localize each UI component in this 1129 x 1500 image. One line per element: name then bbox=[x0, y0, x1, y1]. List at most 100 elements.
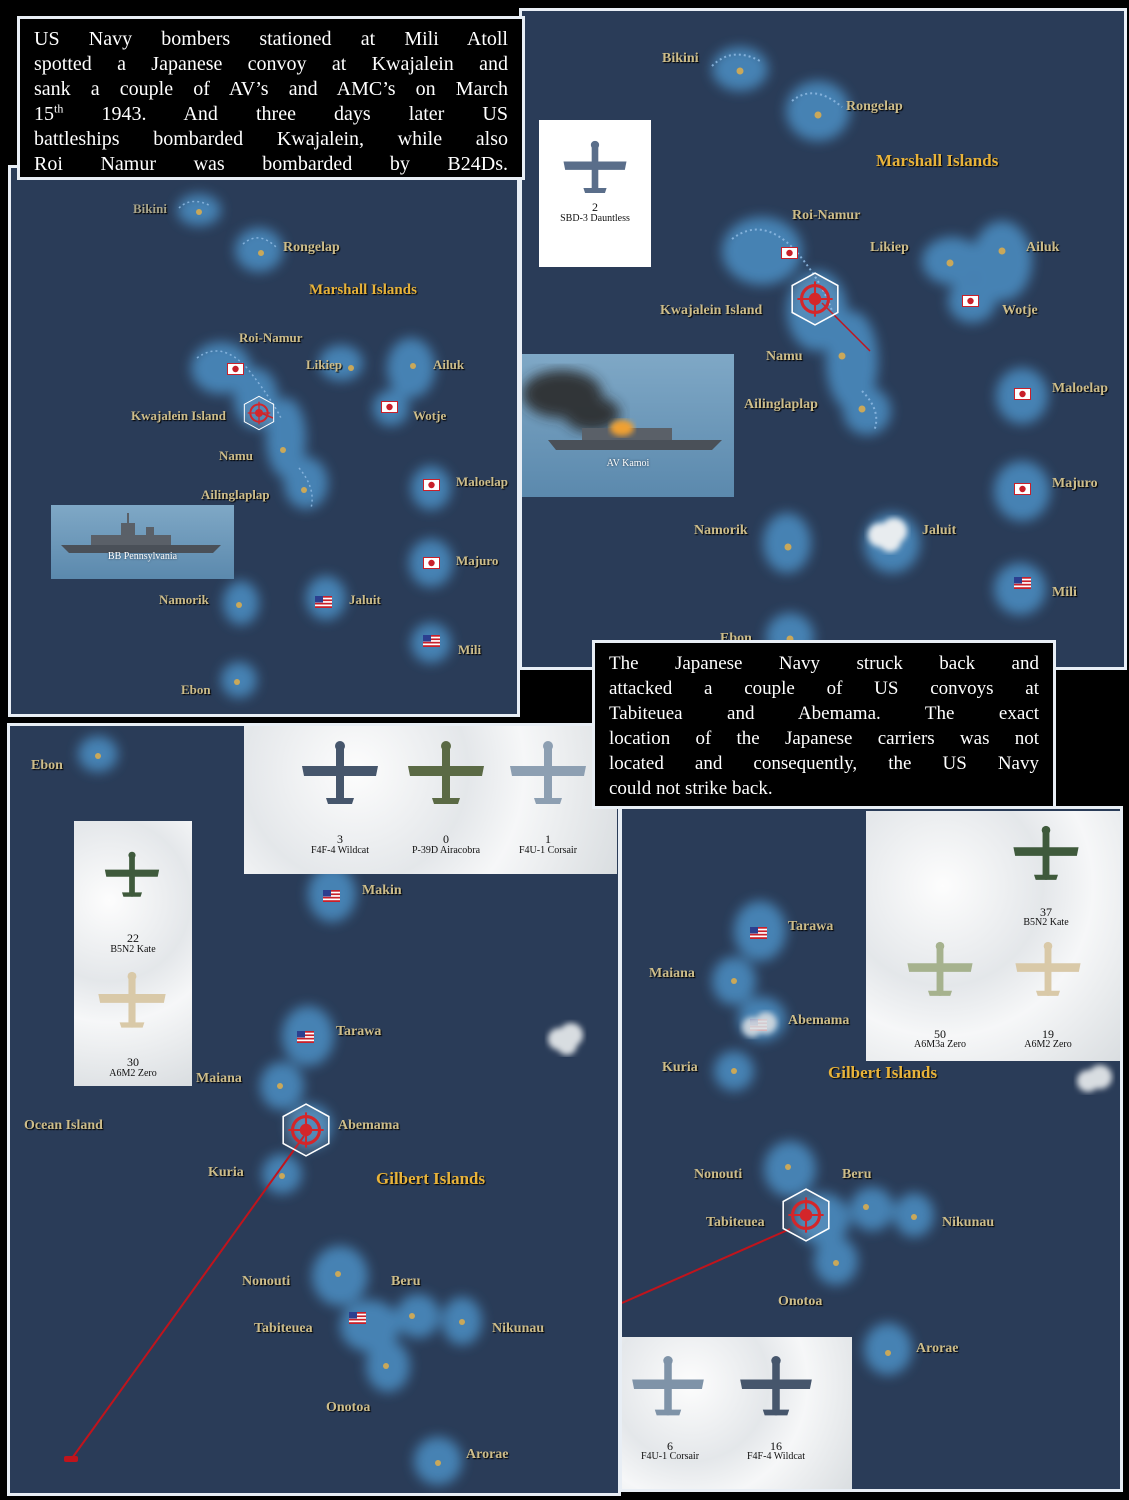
ship-card-av-kamoi[interactable]: AV Kamoi bbox=[522, 354, 734, 497]
b5n2-kate-icon bbox=[92, 851, 172, 901]
us-base-flag[interactable] bbox=[423, 635, 440, 647]
a6m2-zero-icon bbox=[1008, 941, 1088, 1001]
label-wotje: Wotje bbox=[1002, 303, 1038, 318]
label-namu: Namu bbox=[219, 448, 253, 463]
label-ocean-island: Ocean Island bbox=[24, 1118, 103, 1133]
label-namu: Namu bbox=[766, 349, 803, 364]
label-ailinglaplap: Ailinglaplap bbox=[201, 487, 270, 502]
label-wotje: Wotje bbox=[413, 408, 447, 423]
aircraft-name: P-39D Airacobra bbox=[411, 845, 481, 856]
label-maiana: Maiana bbox=[649, 966, 695, 981]
aircraft-count: 0 bbox=[443, 832, 449, 846]
aircraft-name: B5N2 Kate bbox=[1023, 917, 1069, 928]
aircraft-count: 22 bbox=[127, 931, 139, 945]
f4f-wildcat-icon bbox=[736, 1355, 816, 1421]
label-nikunau: Nikunau bbox=[492, 1321, 545, 1336]
aircraft-count: 2 bbox=[592, 200, 598, 214]
label-gilbert-islands: Gilbert Islands bbox=[828, 1063, 938, 1082]
japan-base-flag[interactable] bbox=[423, 479, 440, 491]
b5n2-kate-icon bbox=[1006, 825, 1086, 885]
label-tabiteuea: Tabiteuea bbox=[706, 1215, 765, 1230]
aircraft-name: B5N2 Kate bbox=[110, 944, 156, 955]
label-rongelap: Rongelap bbox=[283, 240, 340, 255]
us-base-flag[interactable] bbox=[750, 927, 767, 939]
label-roi-namur: Roi-Namur bbox=[239, 330, 303, 345]
label-jaluit: Jaluit bbox=[922, 523, 957, 538]
f4u-corsair-icon bbox=[628, 1355, 708, 1421]
aircraft-count: 1 bbox=[545, 832, 551, 846]
aircraft-card-jp-strike[interactable]: 37 B5N2 Kate 50 A6M3a Zero 19 A6M2 Zero bbox=[866, 811, 1120, 1061]
map-terrain bbox=[711, 47, 1050, 661]
label-maloelap: Maloelap bbox=[1052, 381, 1108, 396]
cloud-icon bbox=[548, 1023, 583, 1055]
label-ebon: Ebon bbox=[31, 758, 63, 773]
a6m2-zero-icon bbox=[92, 971, 172, 1033]
label-maiana: Maiana bbox=[196, 1071, 242, 1086]
label-namorik: Namorik bbox=[159, 592, 209, 607]
aircraft-name: F4U-1 Corsair bbox=[518, 845, 578, 856]
strike-target-icon[interactable] bbox=[241, 395, 277, 431]
map-terrain bbox=[64, 736, 482, 1485]
aircraft-count: 50 bbox=[934, 1027, 946, 1041]
japan-base-flag[interactable] bbox=[1014, 483, 1031, 495]
japan-base-flag[interactable] bbox=[781, 247, 798, 259]
japan-base-flag[interactable] bbox=[1014, 388, 1031, 400]
aircraft-card-us-bomber[interactable]: 2 SBD-3 Dauntless bbox=[539, 120, 651, 267]
map-panel-marshall-right: Bikini Rongelap Marshall Islands Roi-Nam… bbox=[519, 8, 1127, 670]
label-likiep: Likiep bbox=[870, 240, 909, 255]
ship-name: AV Kamoi bbox=[606, 458, 650, 469]
label-majuro: Majuro bbox=[456, 553, 499, 568]
label-onotoa: Onotoa bbox=[326, 1400, 371, 1415]
burning-ship-icon bbox=[522, 370, 722, 450]
cloud-icon bbox=[742, 1012, 777, 1037]
aircraft-name: F4F-4 Wildcat bbox=[746, 1451, 806, 1462]
label-tarawa: Tarawa bbox=[336, 1024, 382, 1039]
caption-top: US Navy bombers stationed at Mili Atoll … bbox=[17, 16, 525, 180]
strike-target-icon[interactable] bbox=[787, 271, 843, 327]
label-nonouti: Nonouti bbox=[242, 1274, 291, 1289]
japan-base-flag[interactable] bbox=[381, 401, 398, 413]
japan-base-flag[interactable] bbox=[962, 295, 979, 307]
label-makin: Makin bbox=[362, 883, 402, 898]
label-mili: Mili bbox=[458, 642, 482, 657]
us-base-flag[interactable] bbox=[323, 890, 340, 902]
label-kwajalein: Kwajalein Island bbox=[660, 303, 763, 318]
map-panel-gilbert-right: Tarawa Maiana Abemama Kuria Gilbert Isla… bbox=[619, 806, 1123, 1492]
battleship-icon bbox=[61, 513, 221, 553]
aircraft-card-jp-carrier[interactable]: 22 B5N2 Kate 30 A6M2 Zero bbox=[74, 821, 192, 1086]
f4f-wildcat-icon bbox=[300, 740, 380, 810]
us-base-flag[interactable] bbox=[349, 1312, 366, 1324]
aircraft-name: A6M3a Zero bbox=[914, 1039, 966, 1050]
a6m3a-zero-icon bbox=[900, 941, 980, 1001]
aircraft-name: SBD-3 Dauntless bbox=[560, 213, 630, 224]
label-maloelap: Maloelap bbox=[456, 474, 508, 489]
aircraft-count: 30 bbox=[127, 1055, 139, 1069]
label-majuro: Majuro bbox=[1052, 476, 1098, 491]
label-bikini: Bikini bbox=[133, 201, 167, 216]
japan-base-flag[interactable] bbox=[227, 363, 244, 375]
label-tarawa: Tarawa bbox=[788, 919, 834, 934]
label-beru: Beru bbox=[842, 1167, 872, 1182]
aircraft-name: F4F-4 Wildcat bbox=[310, 845, 370, 856]
strike-target-icon[interactable] bbox=[778, 1187, 834, 1243]
map-panel-marshall-left: Bikini Rongelap Marshall Islands Roi-Nam… bbox=[8, 165, 520, 717]
label-ebon: Ebon bbox=[181, 682, 211, 697]
label-abemama: Abemama bbox=[788, 1013, 850, 1028]
strike-target-icon[interactable] bbox=[278, 1102, 334, 1158]
f4u-corsair-icon bbox=[508, 740, 588, 810]
label-bikini: Bikini bbox=[662, 51, 699, 66]
label-marshall-islands: Marshall Islands bbox=[309, 282, 417, 298]
label-marshall-islands: Marshall Islands bbox=[876, 151, 999, 170]
aircraft-count: 6 bbox=[667, 1439, 673, 1453]
ship-card-bb-pennsylvania[interactable]: BB Pennsylvania bbox=[51, 505, 234, 579]
japan-base-flag[interactable] bbox=[423, 557, 440, 569]
aircraft-card-us-fighters[interactable]: 3 F4F-4 Wildcat 0 P-39D Airacobra 1 F4U-… bbox=[244, 726, 617, 874]
aircraft-count: 37 bbox=[1040, 905, 1052, 919]
label-onotoa: Onotoa bbox=[778, 1294, 823, 1309]
us-base-flag[interactable] bbox=[297, 1031, 314, 1043]
us-base-flag[interactable] bbox=[315, 596, 332, 608]
aircraft-count: 16 bbox=[770, 1439, 782, 1453]
label-jaluit: Jaluit bbox=[349, 592, 381, 607]
aircraft-card-us-cap[interactable]: 6 F4U-1 Corsair 16 F4F-4 Wildcat bbox=[622, 1337, 852, 1489]
us-base-flag[interactable] bbox=[1014, 577, 1031, 589]
